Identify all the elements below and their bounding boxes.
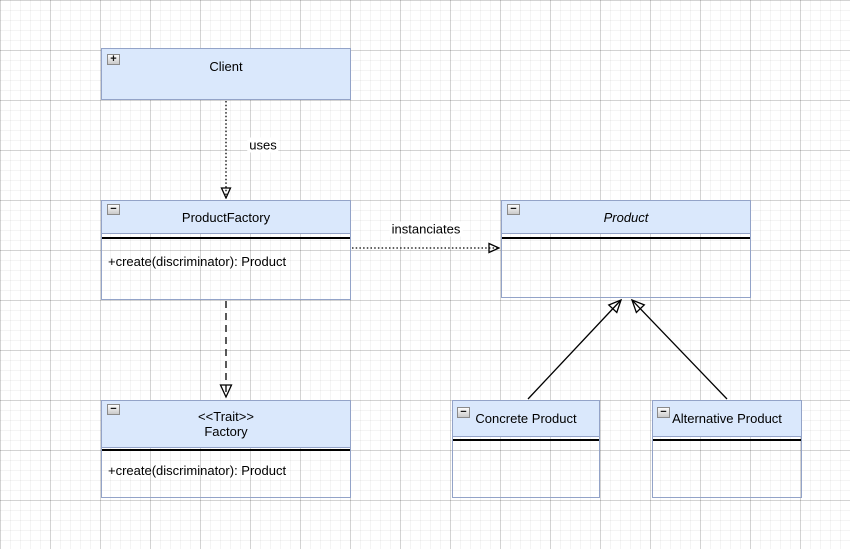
class-title: Factory bbox=[204, 424, 248, 439]
collapse-icon[interactable]: − bbox=[107, 404, 120, 415]
class-concrete-product[interactable]: − Concrete Product bbox=[452, 400, 600, 498]
class-title: Concrete Product bbox=[475, 411, 577, 426]
collapse-icon[interactable]: − bbox=[657, 407, 670, 418]
compartment-separator bbox=[102, 237, 350, 239]
class-header: − Concrete Product bbox=[453, 401, 599, 437]
class-header: − Alternative Product bbox=[653, 401, 801, 437]
class-header: − <<Trait>> Factory bbox=[102, 401, 350, 448]
compartment-separator bbox=[102, 449, 350, 451]
class-title: Alternative Product bbox=[672, 411, 782, 426]
method-label[interactable]: +create(discriminator): Product bbox=[108, 254, 287, 269]
expand-icon[interactable]: + bbox=[107, 54, 120, 65]
edge-label-uses[interactable]: uses bbox=[247, 137, 279, 153]
class-product-factory[interactable]: − ProductFactory +create(discriminator):… bbox=[101, 200, 351, 300]
collapse-icon[interactable]: − bbox=[507, 204, 520, 215]
compartment-separator bbox=[453, 439, 599, 441]
class-header: − ProductFactory bbox=[102, 201, 350, 234]
class-title: ProductFactory bbox=[181, 209, 271, 225]
compartment-separator bbox=[502, 237, 750, 239]
edge-alternative-generalization[interactable] bbox=[632, 300, 728, 400]
collapse-icon[interactable]: − bbox=[457, 407, 470, 418]
class-stereotype: <<Trait>> bbox=[198, 409, 254, 424]
collapse-icon[interactable]: − bbox=[107, 204, 120, 215]
edge-label-instanciates[interactable]: instanciates bbox=[389, 221, 463, 237]
class-title: Product bbox=[603, 209, 649, 225]
class-body: +create(discriminator): Product bbox=[102, 239, 350, 269]
compartment-separator bbox=[653, 439, 801, 441]
class-body: +create(discriminator): Product bbox=[102, 451, 350, 478]
class-trait-factory[interactable]: − <<Trait>> Factory +create(discriminato… bbox=[101, 400, 351, 498]
class-alternative-product[interactable]: − Alternative Product bbox=[652, 400, 802, 498]
edge-concrete-generalization[interactable] bbox=[527, 300, 621, 400]
class-client[interactable]: + Client bbox=[101, 48, 351, 100]
method-label[interactable]: +create(discriminator): Product bbox=[108, 463, 287, 478]
class-product[interactable]: − Product bbox=[501, 200, 751, 298]
class-title: Client bbox=[209, 58, 243, 74]
class-header: − Product bbox=[502, 201, 750, 234]
